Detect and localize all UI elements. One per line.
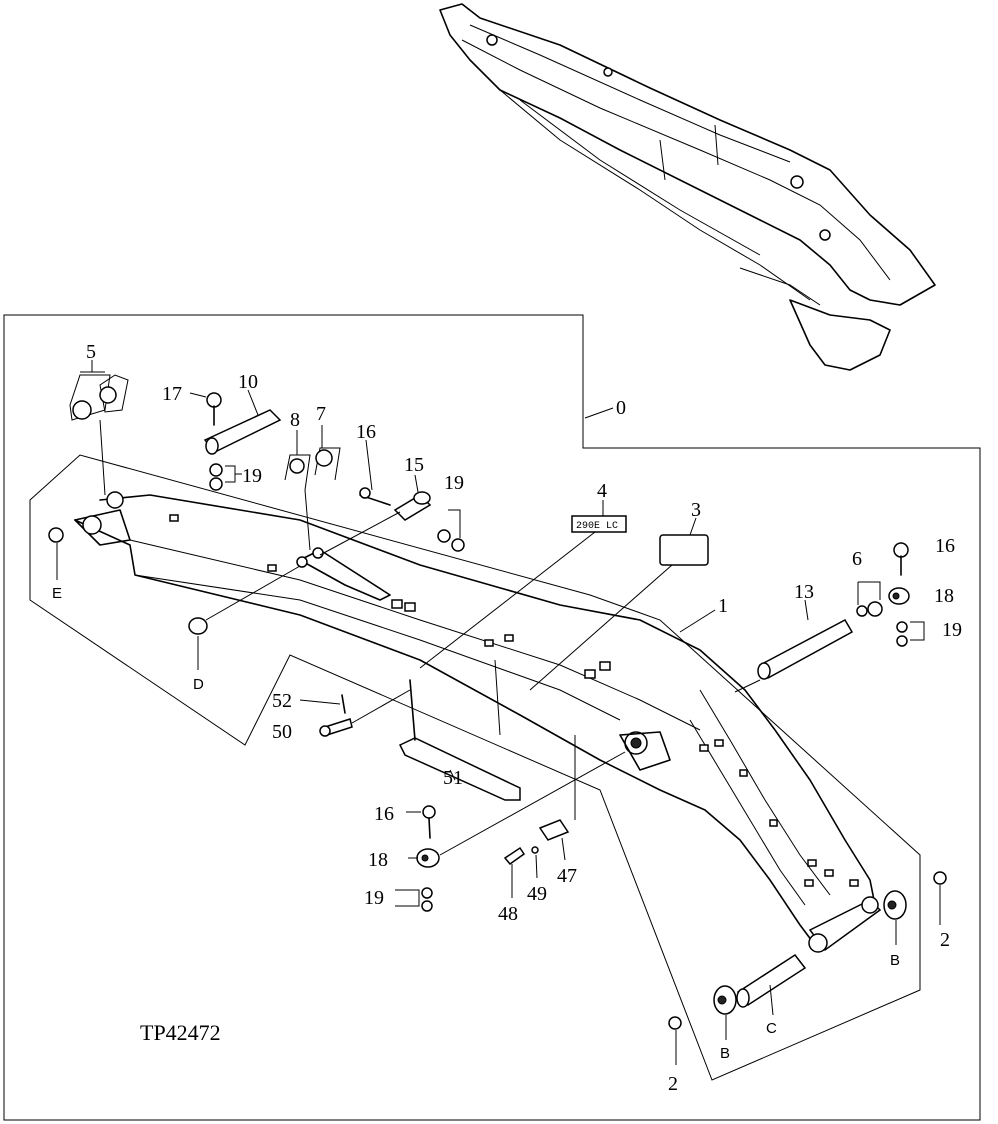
part-2-washer-right (933, 871, 947, 925)
part-6-washers (856, 581, 883, 617)
callout-52: 52 (272, 690, 292, 712)
callout-6: 6 (852, 548, 862, 570)
part-51-cylinder (398, 679, 521, 801)
part-2-washer-lower (668, 1016, 682, 1065)
callout-19-right: 19 (942, 619, 962, 641)
drawing-code: TP42472 (140, 1020, 221, 1045)
part-13-pin (734, 599, 854, 693)
callout-17: 17 (162, 383, 182, 405)
part-18-bushing-right (888, 587, 910, 605)
boom-main-body (74, 491, 882, 953)
letter-labels: E D B B C (52, 585, 900, 1062)
part-19-nuts-b (437, 509, 465, 552)
part-b-bushing-lower (713, 985, 737, 1040)
assembly-boundary (3, 314, 981, 1121)
callout-16-lower: 16 (374, 803, 394, 825)
part-19-nuts-a (209, 463, 242, 491)
part-19-nuts-lower (395, 887, 433, 912)
part-3-plate (529, 517, 709, 691)
part-15-pin (319, 474, 432, 556)
callout-labels: 0 1 2 2 3 4 5 6 7 8 10 13 15 16 16 16 17… (86, 341, 962, 1095)
part-17-bolt (189, 392, 222, 426)
callout-5: 5 (86, 341, 96, 363)
part-c-pin (736, 953, 807, 1016)
callout-1: 1 (718, 595, 728, 617)
part-16-bolt-lower (406, 805, 436, 839)
callout-16-right: 16 (935, 535, 955, 557)
callout-49: 49 (527, 883, 547, 905)
part-e-washer (48, 527, 64, 580)
callout-16-top: 16 (356, 421, 376, 443)
callout-4: 4 (597, 480, 607, 502)
part-8-washer (284, 430, 311, 491)
callout-51: 51 (443, 767, 463, 789)
callout-15: 15 (404, 454, 424, 476)
callout-50: 50 (272, 721, 292, 743)
callout-18-right: 18 (934, 585, 954, 607)
callout-7: 7 (316, 403, 326, 425)
part-16-bolt-top (359, 439, 391, 506)
callout-10: 10 (238, 371, 258, 393)
callout-3: 3 (691, 499, 701, 521)
part-16-bolt-right (893, 542, 909, 576)
letter-b-lower: B (720, 1045, 730, 1062)
decal-label: 290E LC (576, 521, 618, 532)
part-52-pin (299, 694, 346, 714)
callout-13: 13 (794, 581, 814, 603)
callout-48: 48 (498, 903, 518, 925)
callout-2-lower: 2 (668, 1073, 678, 1095)
callout-19-b: 19 (444, 472, 464, 494)
part-47-fitting (538, 735, 576, 861)
part-49-fitting (531, 846, 539, 879)
part-50-bolt (319, 689, 411, 737)
callout-47: 47 (557, 865, 577, 887)
letter-d: D (193, 676, 204, 693)
part-4-decal: 290E LC (419, 500, 627, 669)
part-5-washers (69, 360, 129, 496)
callout-8: 8 (290, 409, 300, 431)
callout-18-lower: 18 (368, 849, 388, 871)
boom-overview-illustration (439, 3, 936, 371)
part-d-bushing (188, 565, 301, 670)
part-b-bushing-right (883, 890, 907, 945)
part-48-fitting (503, 846, 526, 898)
callout-19-a: 19 (242, 465, 262, 487)
letter-c: C (766, 1020, 777, 1037)
callout-0: 0 (616, 397, 626, 419)
part-10-pin (203, 389, 282, 455)
part-19-nuts-right (896, 621, 925, 647)
callout-2-right: 2 (940, 929, 950, 951)
letter-e: E (52, 585, 62, 602)
part-18-bushing-lower (408, 751, 626, 868)
letter-b-right: B (890, 952, 900, 969)
callout-19-lower: 19 (364, 887, 384, 909)
part-7-washer (304, 425, 341, 551)
